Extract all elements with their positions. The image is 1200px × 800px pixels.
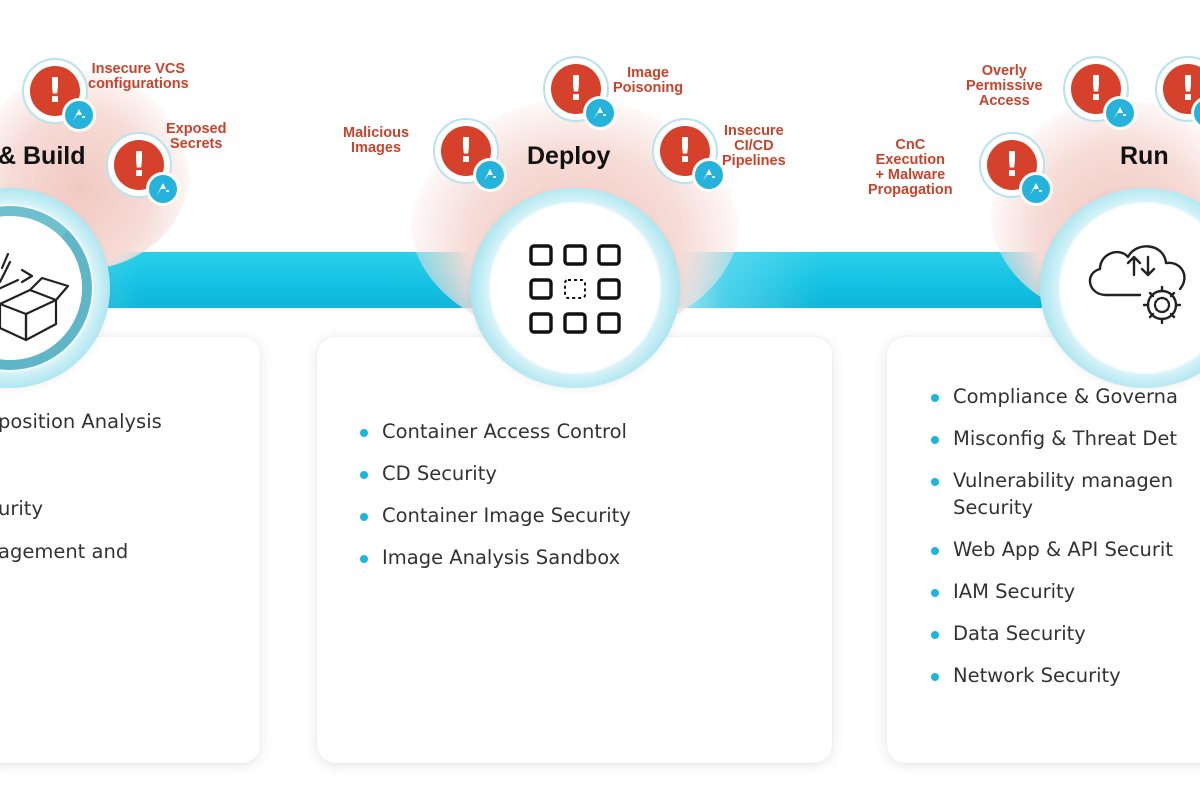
list-item: Data Security [931, 620, 1178, 647]
list-item: Vulnerability managen [931, 467, 1178, 494]
list-item: Compliance & Governa [931, 383, 1178, 410]
threat-line: Insecure VCS [91, 61, 186, 77]
alert-badge-edge: ! [1155, 56, 1200, 134]
list-item: Image Analysis Sandbox [360, 544, 631, 571]
list-item: Container Access Control [360, 418, 631, 445]
bullet-dot [931, 478, 939, 486]
threat-line: configurations [88, 76, 189, 92]
bullet-dot [931, 394, 939, 402]
brand-logo-icon [583, 96, 617, 130]
brand-logo-icon [1019, 172, 1053, 206]
run-card [887, 337, 1200, 763]
brand-logo-icon [473, 158, 507, 192]
brand-logo-icon [146, 172, 180, 206]
exclamation-icon: ! [987, 140, 1037, 190]
threat-line: Pipelines [722, 153, 786, 169]
list-item-label: Container Image Security [382, 504, 631, 527]
threat-line: + Malware [875, 167, 946, 183]
list-item-label: Misconfig & Threat Det [953, 427, 1177, 450]
list-item-label: Vulnerability managen [953, 469, 1174, 492]
list-item: Misconfig & Threat Det [931, 425, 1178, 452]
deploy-stage-title: Deploy [527, 142, 611, 170]
list-item: Web App & API Securit [931, 536, 1178, 563]
list-item-label: Web App & API Securit [953, 538, 1173, 561]
list-item-label: urity [0, 497, 43, 520]
list-item-label: position Analysis [0, 410, 162, 433]
threat-line: Access [978, 93, 1030, 109]
threat-line: CI/CD [734, 138, 774, 154]
list-item: CD Security [360, 460, 631, 487]
list-item: agement and [0, 538, 162, 565]
list-item: IAM Security [931, 578, 1178, 605]
threat-label-vcs: Insecure VCS configurations [88, 62, 189, 92]
bullet-dot [360, 429, 368, 437]
alert-badge-malicious: ! [433, 118, 511, 196]
bullet-dot [931, 673, 939, 681]
threat-label-cicd: Insecure CI/CD Pipelines [722, 124, 786, 169]
grid-icon [529, 244, 621, 334]
threat-line: Overly [981, 63, 1027, 79]
list-item: Network Security [931, 662, 1178, 689]
build-card [0, 337, 260, 763]
threat-line: Poisoning [613, 80, 684, 96]
alert-badge-secrets: ! [106, 132, 184, 210]
alert-badge-vcs: ! [22, 58, 100, 136]
threat-line: Secrets [170, 136, 223, 152]
bullet-dot [931, 436, 939, 444]
alert-badge-cnc: ! [979, 132, 1057, 210]
deploy-icon-holder [500, 213, 650, 363]
bullet-dot [360, 513, 368, 521]
list-item-label: Data Security [953, 622, 1086, 645]
list-item-label: Compliance & Governa [953, 385, 1178, 408]
threat-line: Insecure [724, 123, 784, 139]
list-item-label: Network Security [953, 664, 1121, 687]
threat-label-cnc: CnC Execution + Malware Propagation [868, 138, 953, 198]
cloud-sync-icon [1088, 245, 1186, 325]
list-item: position Analysis [0, 408, 162, 435]
list-item-label: IAM Security [953, 580, 1076, 603]
threat-line: Malicious [343, 125, 410, 141]
threat-line: CnC [895, 137, 926, 153]
list-item-label: agement and [0, 540, 129, 563]
run-capability-list: Compliance & Governa Misconfig & Threat … [931, 383, 1178, 689]
code-box-icon [0, 252, 70, 342]
list-item-label: Security [953, 496, 1034, 519]
bullet-dot [931, 547, 939, 555]
list-item-label: Image Analysis Sandbox [382, 546, 621, 569]
threat-line: Execution [875, 152, 945, 168]
list-item-label: CD Security [382, 462, 497, 485]
threat-line: Image [627, 65, 669, 81]
deploy-card [317, 337, 832, 763]
list-item: Container Image Security [360, 502, 631, 529]
brand-logo-icon [62, 98, 96, 132]
build-capability-list: position Analysis urity agement and [0, 408, 162, 565]
threat-line: Images [351, 140, 402, 156]
list-item-continuation: Security [931, 494, 1178, 521]
alert-badge-poisoning: ! [543, 56, 621, 134]
bullet-dot [360, 471, 368, 479]
brand-logo-icon [1103, 96, 1137, 130]
bullet-dot [360, 555, 368, 563]
build-stage-title: & Build [0, 142, 86, 170]
bullet-dot [931, 631, 939, 639]
threat-label-secrets: Exposed Secrets [166, 122, 226, 152]
threat-line: Exposed [166, 121, 227, 137]
run-icon-holder [1066, 213, 1200, 363]
threat-label-permissive: Overly Permissive Access [966, 64, 1043, 109]
threat-line: Permissive [966, 78, 1043, 94]
threat-line: Propagation [868, 182, 953, 198]
alert-badge-permissive: ! [1063, 56, 1141, 134]
build-icon-holder [0, 216, 82, 360]
deploy-capability-list: Container Access Control CD Security Con… [360, 418, 631, 571]
exclamation-icon: ! [1071, 64, 1121, 114]
threat-label-poisoning: Image Poisoning [613, 66, 683, 96]
list-item-label: Container Access Control [382, 420, 627, 443]
bullet-dot [931, 589, 939, 597]
run-stage-title: Run [1120, 142, 1169, 170]
brand-logo-icon [692, 158, 726, 192]
alert-badge-cicd: ! [652, 118, 730, 196]
threat-label-malicious: Malicious Images [343, 126, 409, 156]
list-item: urity [0, 495, 162, 522]
